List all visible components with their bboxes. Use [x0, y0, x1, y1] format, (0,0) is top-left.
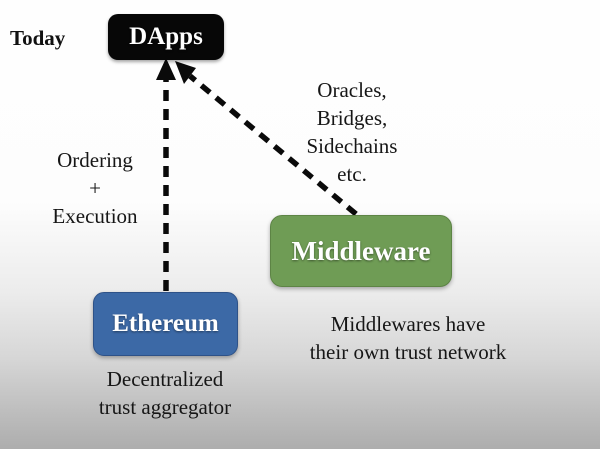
edge-label-line: Bridges,	[316, 106, 388, 130]
today-label: Today	[10, 26, 66, 50]
edge-label-line: Oracles,	[317, 78, 387, 102]
node-ethereum-label: Ethereum	[112, 310, 219, 337]
node-middleware-label: Middleware	[291, 235, 431, 266]
caption-ethereum: Decentralized trust aggregator	[60, 365, 270, 421]
edge-label-line: Sidechains	[306, 134, 398, 158]
caption-line: Decentralized	[106, 367, 224, 391]
node-middleware: Middleware	[270, 215, 452, 287]
node-dapps: DApps	[108, 14, 224, 60]
node-ethereum: Ethereum	[93, 292, 238, 356]
caption-line: their own trust network	[309, 340, 507, 364]
edge-label-ordering-execution: Ordering + Execution	[25, 146, 165, 230]
caption-line: Middlewares have	[330, 312, 486, 336]
edge-label-line: Execution	[52, 204, 138, 228]
edge-label-oracles: Oracles, Bridges, Sidechains etc.	[282, 76, 422, 188]
node-dapps-label: DApps	[129, 23, 203, 50]
caption-middleware: Middlewares have their own trust network	[278, 310, 538, 366]
edge-label-line: +	[89, 176, 101, 200]
edge-label-line: Ordering	[57, 148, 133, 172]
edge-label-line: etc.	[337, 162, 367, 186]
caption-line: trust aggregator	[98, 395, 232, 419]
